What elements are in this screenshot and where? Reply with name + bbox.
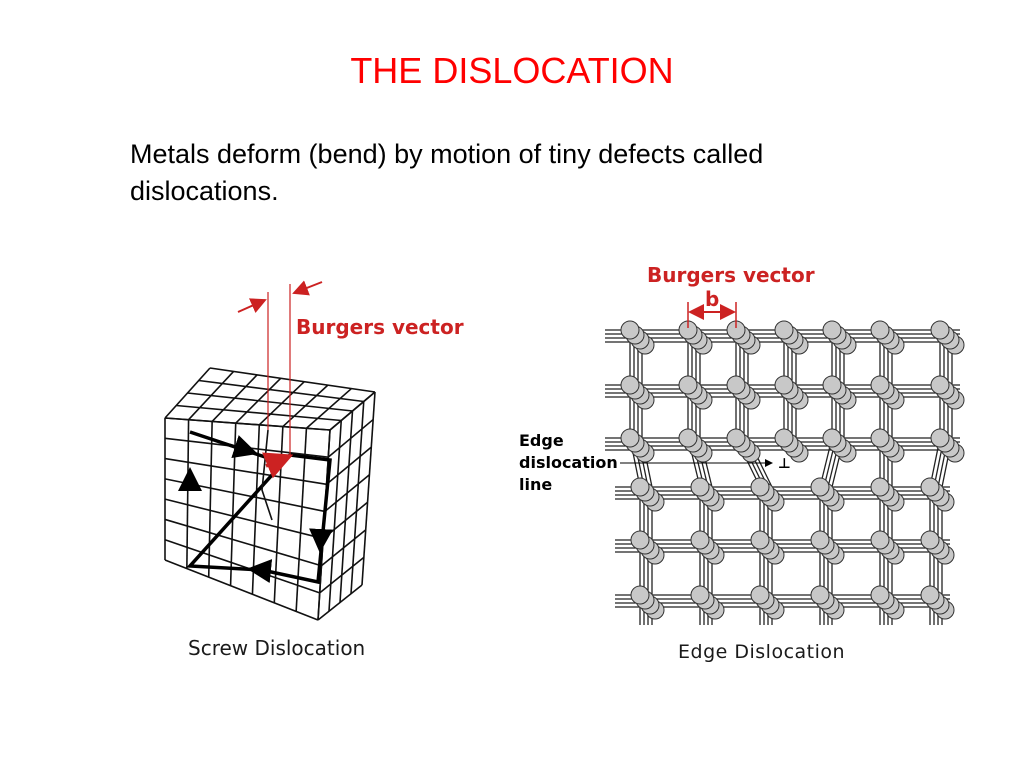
atom <box>930 320 950 340</box>
screw-dislocation-core <box>261 429 273 521</box>
atom <box>870 585 890 605</box>
screw-circuit-arrow-bottom <box>247 559 273 584</box>
edge-lattice-bonds <box>605 329 960 625</box>
edge-burgers-label: Burgers vector <box>647 263 815 287</box>
lattice-line <box>198 379 364 403</box>
screw-circuit-arrow-right <box>309 528 334 553</box>
atom <box>750 585 770 605</box>
atom <box>750 477 770 497</box>
atom <box>930 375 950 395</box>
lattice-line <box>295 428 308 612</box>
lattice-line <box>207 421 213 578</box>
lattice-line <box>361 391 376 586</box>
lattice-line <box>176 404 342 422</box>
atom <box>620 320 640 340</box>
edge-dislocation-diagram: Burgers vector b Edge dislocation line ⊥… <box>519 263 965 663</box>
atom <box>870 477 890 497</box>
atom <box>870 320 890 340</box>
edge-caption: Edge Dislocation <box>678 641 845 663</box>
atom <box>750 530 770 550</box>
lattice-line <box>164 417 331 431</box>
lattice-line <box>273 426 284 603</box>
atom <box>726 375 746 395</box>
screw-burgers-arrow <box>262 452 294 479</box>
lattice-line <box>164 559 319 621</box>
lattice-line <box>187 392 353 412</box>
atom <box>620 375 640 395</box>
atom <box>630 585 650 605</box>
atom <box>810 530 830 550</box>
atom <box>678 428 698 448</box>
slide-title: THE DISLOCATION <box>350 50 674 91</box>
body-text: Metals deform (bend) by motion of tiny d… <box>130 139 764 206</box>
atom <box>822 375 842 395</box>
screw-burgers-label: Burgers vector <box>296 315 464 339</box>
atom <box>870 375 890 395</box>
screw-dislocation-diagram: Burgers vector Screw Dislocation <box>164 280 464 660</box>
lattice-line <box>164 498 324 540</box>
lattice-line <box>350 401 365 594</box>
edge-line-label-3: line <box>519 475 552 494</box>
lattice-line <box>164 437 329 458</box>
lattice-line <box>339 410 354 603</box>
lattice-line <box>164 518 322 567</box>
lattice-line <box>209 367 376 393</box>
atom <box>920 530 940 550</box>
screw-circuit-arrow-top <box>229 435 258 459</box>
atom <box>930 428 950 448</box>
atom <box>822 320 842 340</box>
atom <box>726 428 746 448</box>
atom <box>870 530 890 550</box>
edge-perp-symbol: ⊥ <box>778 456 791 472</box>
atom <box>774 428 794 448</box>
lattice-line <box>328 420 343 612</box>
atom <box>690 585 710 605</box>
atom <box>678 375 698 395</box>
atom <box>810 585 830 605</box>
atom <box>920 585 940 605</box>
edge-line-label-2: dislocation <box>519 453 618 472</box>
lattice-line <box>164 538 320 594</box>
lattice-line <box>164 457 327 486</box>
atom <box>774 375 794 395</box>
atom <box>822 428 842 448</box>
lattice-line <box>186 419 190 569</box>
edge-burgers-symbol: b <box>705 287 719 311</box>
atom <box>920 477 940 497</box>
atom <box>870 428 890 448</box>
edge-lattice-atoms <box>620 320 965 620</box>
edge-line-label-1: Edge <box>519 431 564 450</box>
screw-caption: Screw Dislocation <box>188 636 365 660</box>
atom <box>620 428 640 448</box>
atom <box>690 477 710 497</box>
atom <box>630 530 650 550</box>
atom <box>774 320 794 340</box>
screw-lattice-grid <box>164 367 376 621</box>
screw-pointer-arrow-left <box>237 298 267 313</box>
atom <box>630 477 650 497</box>
screw-pointer-arrow-right <box>292 280 323 296</box>
atom <box>810 477 830 497</box>
atom <box>690 530 710 550</box>
